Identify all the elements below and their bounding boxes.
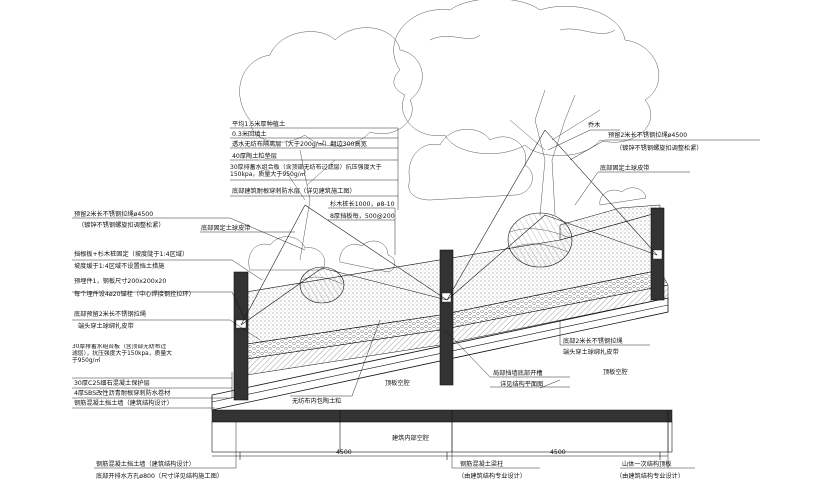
label-beam-column: 钢筋混凝土梁柱 <box>460 460 503 468</box>
label-baffle-board: 8厚挡板每，500@200 <box>330 212 395 220</box>
guy-wires <box>240 129 658 326</box>
label-tree: 乔木 <box>588 121 600 129</box>
label-mountain-slab: 山体一次结构顶板 <box>622 460 672 468</box>
label-ceramsite-cushion: 40厚陶土粒垫层 <box>232 152 277 160</box>
label-drainage-board: 30厚排蓄水组合板（含顶部无纺布过滤层）抗压强度大于150kpa，质量大于950… <box>230 164 382 178</box>
label-geotextile-wrap: 无纺布内包陶土粒 <box>292 397 342 405</box>
root-ball-small <box>299 266 345 304</box>
label-building-cavity: 建筑内部空腔 <box>392 434 429 442</box>
label-concrete-protect: 30厚C25细石混凝土保护层 <box>74 379 150 387</box>
label-anchor-bolts: 每个埋件设4ø20锚栓（中心焊接钢拴拉环） <box>74 290 195 298</box>
label-root-waterproof: 底部建筑耐根穿刺防水层（详见建筑施工图） <box>232 187 356 195</box>
label-planting-soil: 平均1.5米厚种植土 <box>232 120 285 128</box>
dimension-line <box>212 452 668 460</box>
label-rootball-belt-left: 底部固定土球皮带 <box>201 224 251 232</box>
retaining-wall-right <box>650 207 665 301</box>
shrub-group <box>248 129 647 273</box>
label-gentle-slope: 坡度缓于1:4区域不设置挡土措施 <box>74 262 164 270</box>
root-ball-large <box>507 212 573 268</box>
label-drainage-board-left-wrap: 30厚排蓄水组合板（含顶部无纺布过滤层），抗压强度大于150kpa，质量大于95… <box>72 344 172 364</box>
label-embedded-plate: 预埋件1，钢板尺寸200x200x20 <box>74 277 166 285</box>
label-retaining-wall-left: 钢筋混凝土挡土墙（建筑结构设计） <box>74 399 173 407</box>
label-bottom-guy-wire: 底部预留2米长不锈钢拉绳 <box>74 310 146 318</box>
label-root-barrier: 挡根板+杉木桩固定（坡度陡于1:4区域） <box>74 250 188 258</box>
label-guy-wire-left-note: （镀锌不锈钢螺旋扣调整松紧） <box>78 221 165 229</box>
label-fir-pile: 杉木桩长1000，ø8-10 <box>330 200 395 208</box>
label-guy-wire-left: 预留2米长不锈钢拉绳ø4500 <box>74 210 153 218</box>
label-wall-groove: 局部挡墙底部开槽 <box>493 369 543 377</box>
dimension-label-1: 4500 <box>336 449 352 456</box>
label-retaining-wall-bottom: 钢筋混凝土挡土墙（建筑结构设计） <box>96 460 195 468</box>
label-guy-wire-right-note: （镀锌不锈钢螺旋扣调整松紧） <box>616 144 703 152</box>
label-wire-end-right: 端头穿土球绑扎皮带 <box>563 348 619 356</box>
retaining-wall-middle <box>439 249 454 386</box>
label-wire-end: 端头穿土球绑扎皮带 <box>78 322 134 330</box>
building-beam <box>211 409 673 453</box>
label-sbs-membrane: 4厚SBS改性沥青耐根穿刺防水卷材 <box>74 389 170 397</box>
label-drainage-board-left: 30厚排蓄水组合板（含顶部无纺布过滤层），抗压强度大于150kpa，质量大于95… <box>72 344 172 364</box>
dimension-label-2: 4500 <box>550 449 566 456</box>
label-see-structure: 详见结构平面图 <box>500 380 543 388</box>
label-beam-column-note: （由建筑结构专业设计） <box>458 472 526 480</box>
label-drainage-board-wrap: 30厚排蓄水组合板（含顶部无纺布过滤层）抗压强度大于150kpa，质量大于950… <box>230 164 382 178</box>
label-slab-cavity-1: 顶板空腔 <box>385 379 410 387</box>
label-backfill-soil: 0.3米回填土 <box>232 130 267 138</box>
label-bottom-wire-right: 底部2米长不锈钢拉绳 <box>563 337 623 345</box>
label-mountain-slab-note: （由建筑结构专业设计） <box>616 472 684 480</box>
label-slab-cavity-2: 顶板空腔 <box>603 368 628 376</box>
retaining-wall-left <box>233 271 249 401</box>
label-geotextile: 透水无纺布隔离层（大于200g/㎡）翻边300高宽 <box>232 140 367 148</box>
label-guy-wire-right: 预留2米长不锈钢拉绳ø4500 <box>608 131 687 139</box>
leader-lines <box>72 127 760 469</box>
tree-canopy-main <box>393 0 660 216</box>
label-drain-hole: 底部开排水方孔ø800（尺寸详见结构施工图） <box>96 472 223 480</box>
label-rootball-belt-right: 底部固定土球皮带 <box>600 164 650 172</box>
